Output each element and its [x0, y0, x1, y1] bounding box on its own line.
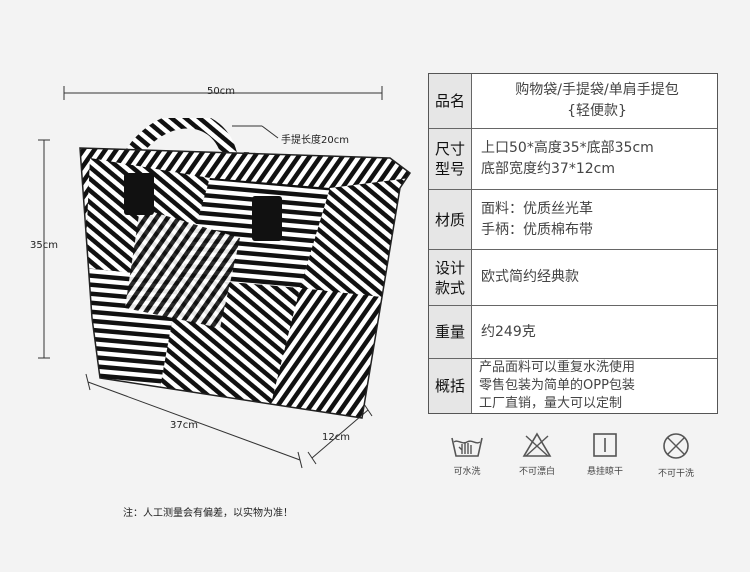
bottom-depth-label: 12cm: [322, 432, 350, 443]
measurement-note: 注：人工测量会有偏差，以实物为准！: [123, 508, 293, 519]
spec-row-weight: 重量 约249克: [429, 306, 717, 359]
spec-value: 工厂直销，量大可以定制: [479, 396, 623, 411]
spec-value: 底部宽度约37*12cm: [481, 161, 615, 177]
spec-value: {轻便款}: [567, 103, 627, 119]
spec-value: 面料：优质丝光革: [481, 200, 593, 217]
spec-value: 上口50*高度35*底部35cm: [481, 140, 654, 156]
height-label: 35cm: [30, 240, 58, 251]
handle-length-label: 手提长度20cm: [281, 135, 349, 146]
spec-value: 产品面料可以重复水洗使用: [479, 360, 636, 375]
spec-value: 约249克: [481, 323, 536, 340]
care-label: 可水洗: [453, 467, 481, 477]
spec-label: 概括: [429, 359, 472, 413]
spec-label: 材质: [429, 190, 472, 249]
care-no-dry-clean: 不可干洗: [641, 432, 711, 479]
no-dry-clean-icon: [663, 433, 689, 459]
spec-label: 尺寸 型号: [429, 129, 472, 189]
spec-label: 重量: [429, 306, 472, 358]
spec-label: 设计 款式: [429, 250, 472, 305]
care-hang-dry: 悬挂晾干: [570, 432, 640, 477]
spec-row-name: 品名 购物袋/手提袋/单肩手提包 {轻便款}: [429, 74, 717, 129]
care-label: 不可干洗: [657, 469, 694, 479]
care-label: 不可漂白: [518, 467, 555, 477]
no-bleach-icon: [522, 432, 552, 457]
care-hand-wash: 可水洗: [432, 432, 502, 477]
width-label: 50cm: [207, 86, 235, 97]
spec-row-size: 尺寸 型号 上口50*高度35*底部35cm 底部宽度约37*12cm: [429, 129, 717, 190]
hand-wash-icon: [451, 437, 483, 457]
spec-value: 零售包装为简单的OPP包装: [479, 378, 635, 393]
spec-value: 购物袋/手提袋/单肩手提包: [515, 82, 679, 98]
spec-value: 手柄：优质棉布带: [481, 221, 593, 238]
spec-label: 品名: [429, 74, 472, 128]
spec-row-design: 设计 款式 欧式简约经典款: [429, 250, 717, 306]
spec-table: 品名 购物袋/手提袋/单肩手提包 {轻便款} 尺寸 型号 上口50*高度35*底…: [428, 73, 718, 414]
care-no-bleach: 不可漂白: [502, 432, 572, 477]
care-label: 悬挂晾干: [586, 467, 623, 477]
spec-row-summary: 概括 产品面料可以重复水洗使用 零售包装为简单的OPP包装 工厂直销，量大可以定…: [429, 359, 717, 413]
spec-value: 欧式简约经典款: [481, 269, 579, 285]
hang-dry-icon: [593, 433, 617, 457]
bottom-length-label: 37cm: [170, 420, 198, 431]
tote-bag-image: [79, 118, 412, 419]
spec-row-material: 材质 面料：优质丝光革 手柄：优质棉布带: [429, 190, 717, 250]
